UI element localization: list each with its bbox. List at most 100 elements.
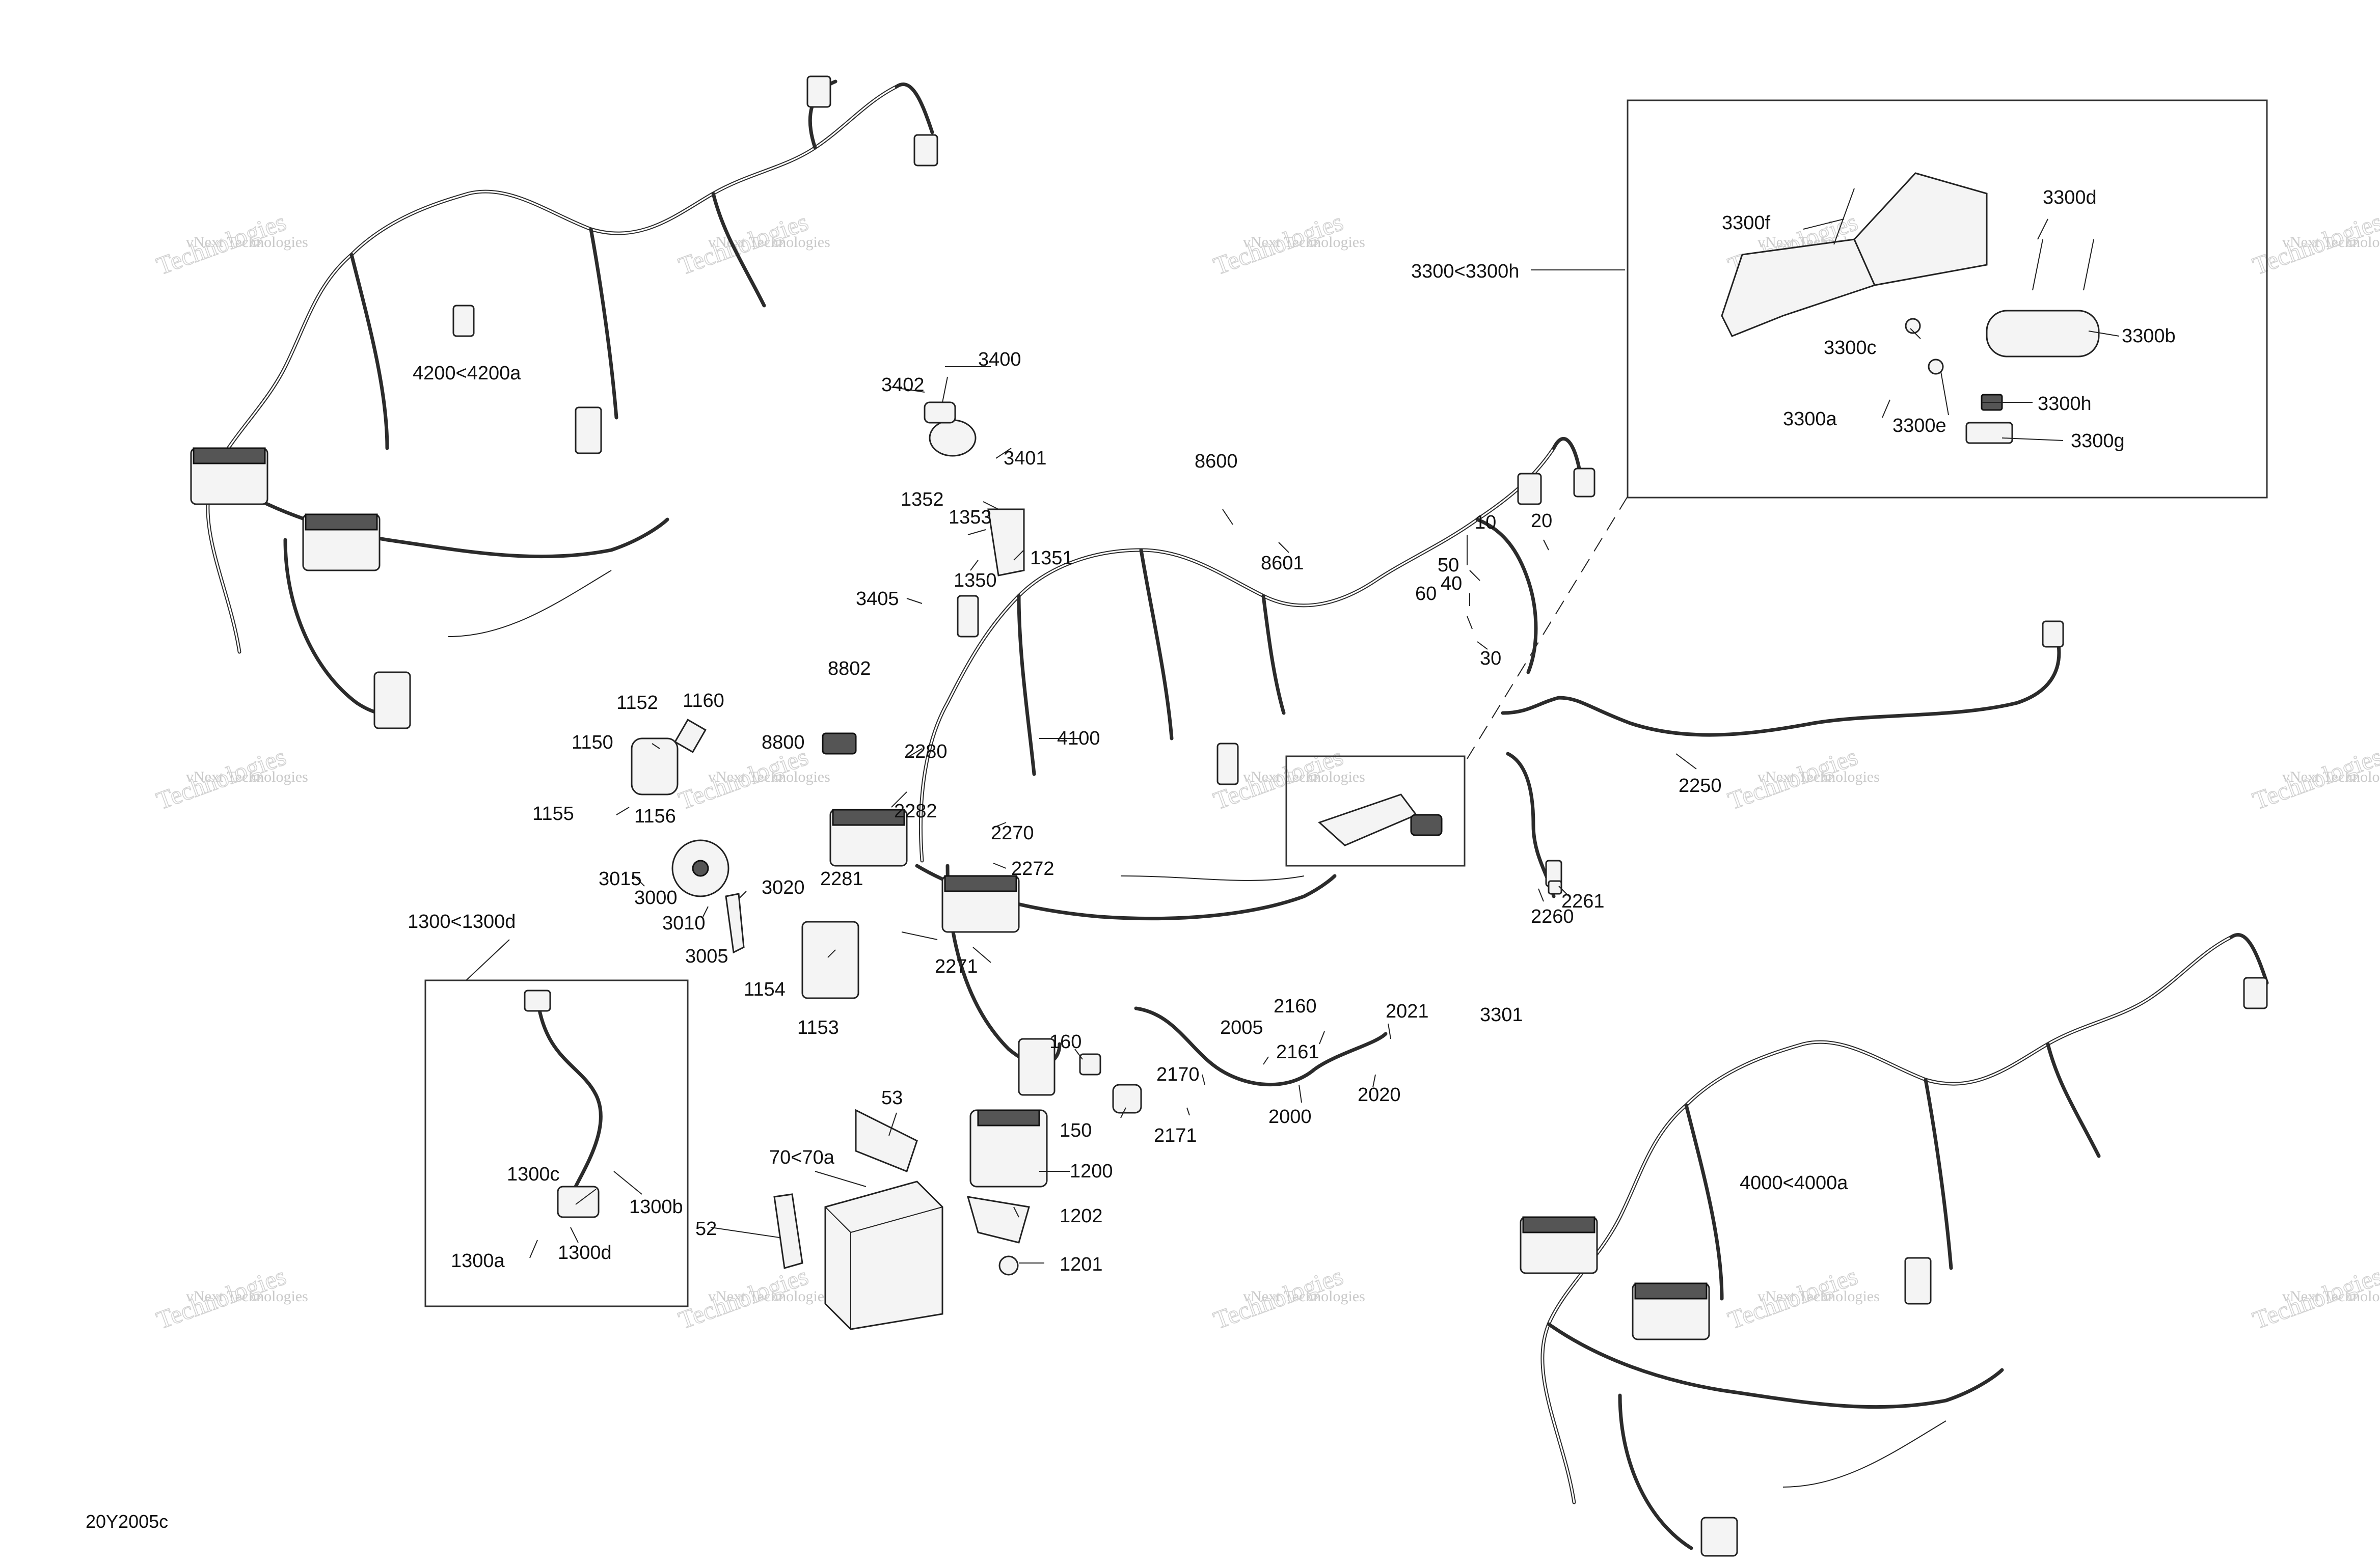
part-labels: 4200<4200a 3400 3402 3401 1352 1353 1351… (408, 187, 2176, 1275)
label-2160: 2160 (1274, 996, 1317, 1017)
label-8800: 8800 (762, 732, 805, 753)
label-53: 53 (881, 1087, 903, 1109)
watermark-line1: vNext Technologies (708, 1288, 830, 1305)
label-60: 60 (1415, 583, 1437, 605)
sensor-3300b (1986, 310, 2100, 358)
bracket-3005 (725, 893, 745, 954)
label-3402: 3402 (881, 374, 925, 396)
label-70: 70<70a (769, 1147, 835, 1168)
watermark-line1: vNext Technologies (186, 1288, 308, 1305)
screw-3300d (2032, 239, 2043, 291)
label-3300c: 3300c (1824, 337, 1877, 359)
label-3300h: 3300h (2038, 393, 2092, 415)
label-1156: 1156 (634, 806, 676, 827)
label-2271: 2271 (935, 956, 978, 977)
watermark-line1: vNext Technologies (186, 234, 308, 251)
detail-connector-dashed (1467, 496, 1628, 759)
label-8802: 8802 (828, 658, 871, 679)
watermark-line1: vNext Technologies (1243, 234, 1365, 251)
harness-4000 (1520, 933, 2269, 1557)
label-2282: 2282 (894, 801, 937, 822)
label-2170: 2170 (1156, 1064, 1200, 1085)
label-3020: 3020 (762, 877, 805, 898)
label-1351: 1351 (1030, 547, 1073, 569)
label-50: 50 (1438, 555, 1459, 576)
label-1300: 1300<1300d (408, 911, 516, 932)
module-1153 (801, 921, 859, 999)
harness-4200 (190, 75, 938, 729)
label-1350: 1350 (954, 570, 997, 591)
diagram-code: 20Y2005c (86, 1511, 168, 1532)
label-30: 30 (1480, 648, 1501, 669)
label-52: 52 (695, 1218, 717, 1240)
label-8600: 8600 (1195, 451, 1238, 472)
actuator-3400 (929, 419, 977, 457)
label-2280: 2280 (904, 741, 948, 762)
label-2281: 2281 (820, 868, 863, 890)
bracket-1350 (987, 508, 1025, 576)
label-1201: 1201 (1060, 1254, 1103, 1275)
label-4100: 4100 (1057, 728, 1100, 749)
strap-52 (773, 1193, 803, 1269)
label-2250: 2250 (1679, 775, 1722, 797)
watermark-line1: vNext Technologies (1757, 1288, 1880, 1305)
clip-3300g (1965, 422, 2013, 444)
harness-2250 (1501, 620, 2064, 898)
label-3300a: 3300a (1783, 408, 1837, 430)
watermark-line1: vNext Technologies (2282, 768, 2380, 785)
label-1353: 1353 (949, 507, 992, 528)
connector-160 (1079, 1053, 1101, 1076)
label-2261: 2261 (1561, 891, 1605, 912)
bracket-1202 (966, 1196, 1030, 1244)
harness-4100 (829, 437, 1595, 1096)
leader-lines (466, 218, 2120, 1264)
label-2000: 2000 (1268, 1106, 1312, 1128)
label-3005: 3005 (685, 946, 728, 967)
washer-3300e (1928, 359, 1944, 375)
label-1153: 1153 (797, 1017, 839, 1038)
label-3301: 3301 (1480, 1004, 1523, 1026)
label-3000: 3000 (634, 887, 678, 909)
label-1160: 1160 (683, 690, 724, 711)
parts (524, 172, 2100, 1330)
detail-box-1300 (424, 979, 689, 1307)
label-2005: 2005 (1220, 1017, 1263, 1038)
label-10: 10 (1475, 512, 1496, 533)
bracket-small (1318, 793, 1418, 846)
label-3401: 3401 (1004, 448, 1047, 469)
label-1154: 1154 (744, 979, 786, 1000)
label-1300a: 1300a (451, 1250, 505, 1272)
nut-1201 (998, 1255, 1019, 1276)
harness-2000 (1134, 1006, 1388, 1087)
label-160: 160 (1049, 1031, 1081, 1053)
label-1200: 1200 (1070, 1161, 1113, 1182)
label-3015: 3015 (599, 868, 642, 890)
label-2272: 2272 (1011, 858, 1054, 880)
label-3400: 3400 (978, 349, 1021, 370)
label-3300g: 3300g (2071, 430, 2125, 452)
sensor-harness-1300 (535, 996, 603, 1189)
label-1155: 1155 (532, 803, 574, 825)
label-1300c: 1300c (507, 1164, 560, 1185)
label-150: 150 (1060, 1120, 1092, 1141)
label-1300d: 1300d (558, 1242, 612, 1264)
label-20: 20 (1531, 510, 1552, 532)
detail-box-bracket (1285, 755, 1466, 867)
label-2020: 2020 (1358, 1084, 1401, 1106)
label-2270: 2270 (991, 822, 1034, 844)
watermark-line1: vNext Technologies (708, 768, 830, 785)
connector-8800 (822, 732, 857, 755)
watermark-line1: vNext Technologies (2282, 234, 2380, 251)
battery-70 (824, 1180, 943, 1330)
label-2171: 2171 (1154, 1125, 1197, 1146)
